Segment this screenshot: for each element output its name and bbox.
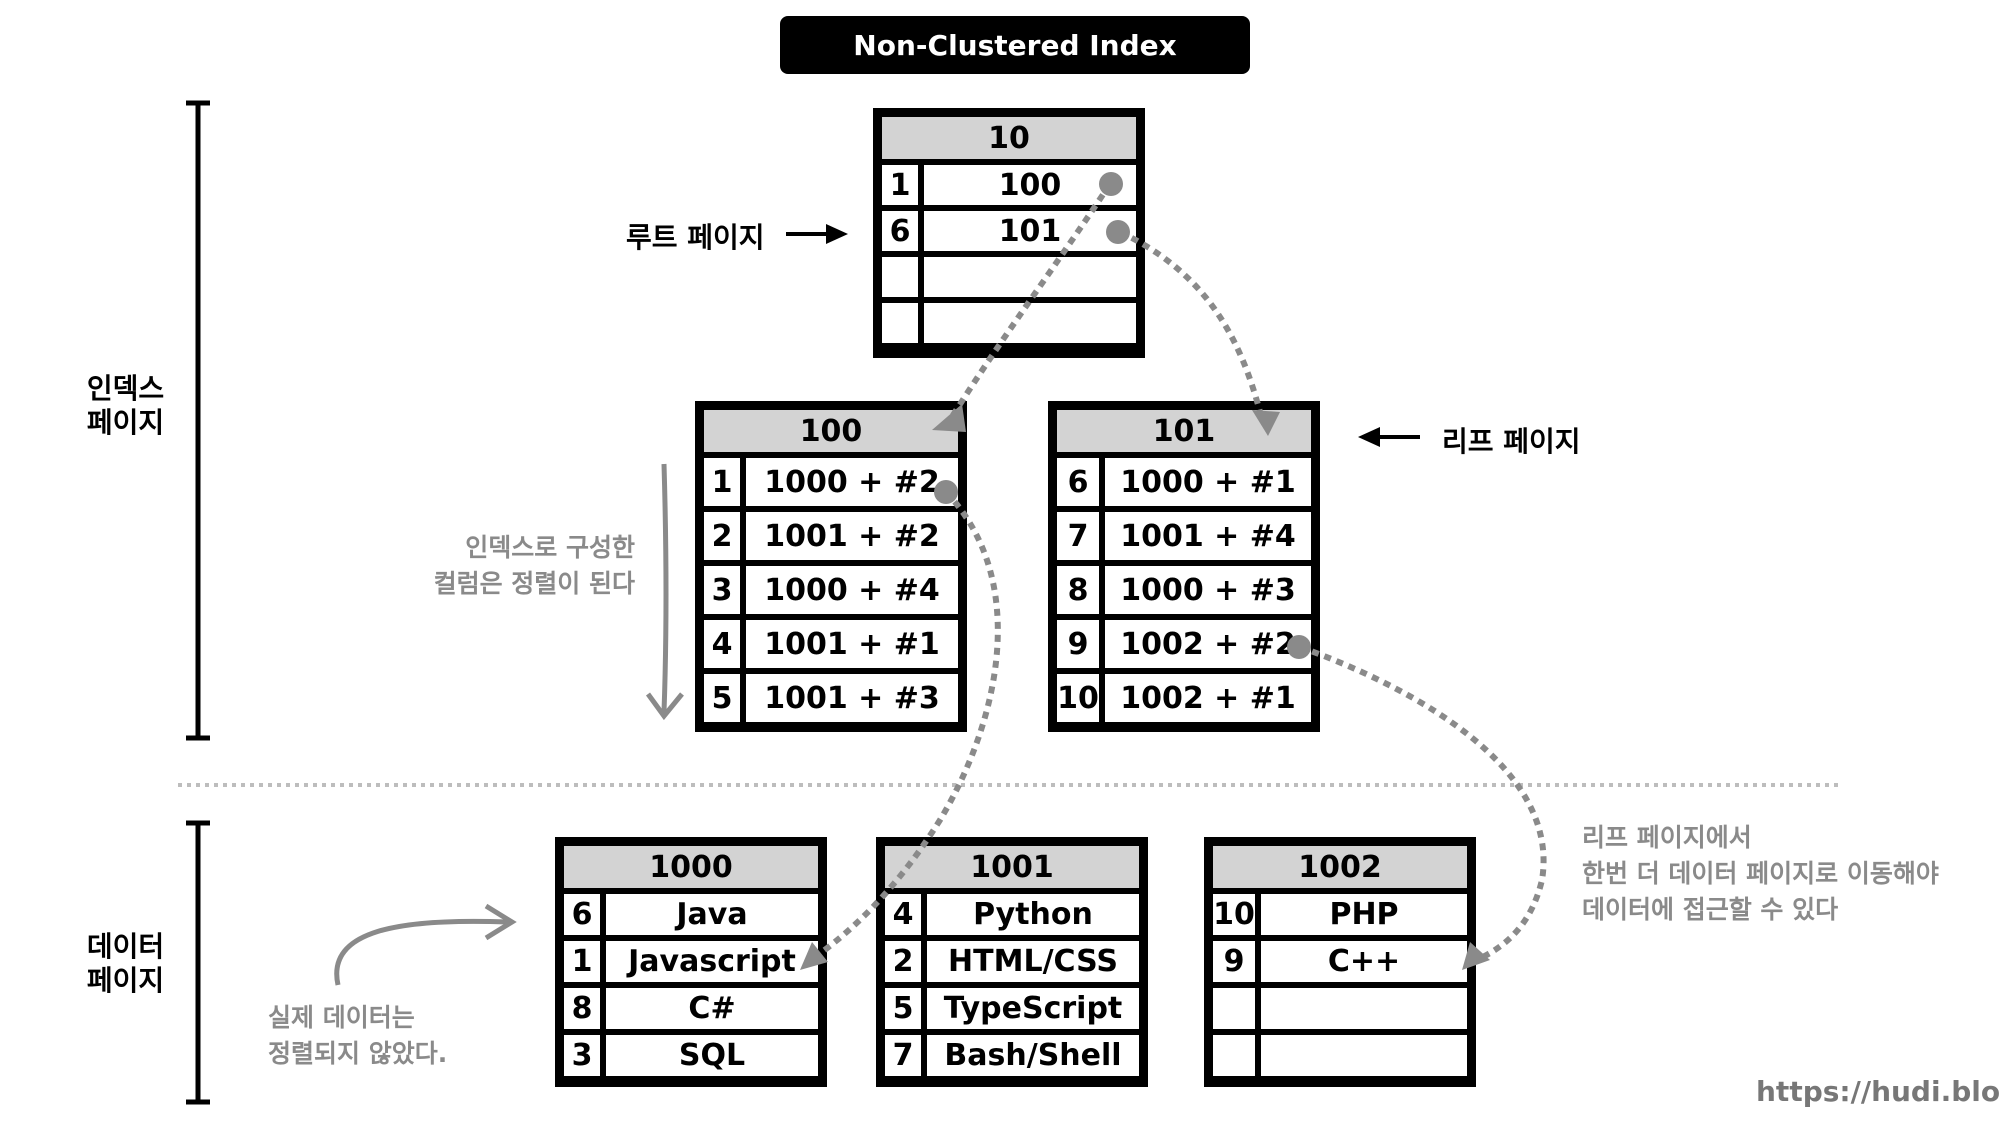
table-header: 1002 [1213,846,1467,888]
table-header: 100 [704,410,958,452]
root-pointer-arrow-icon [786,224,848,244]
leaf-pointer-arrow-icon [1358,427,1420,447]
table-header: 10 [882,117,1136,159]
table-row [882,303,1136,343]
unsorted-note: 실제 데이터는 정렬되지 않았다. [268,1003,448,1068]
table-row [882,257,1136,297]
sorted-note: 인덱스로 구성한 컬럼은 정렬이 된다 [433,533,635,598]
table-header: 1001 [885,846,1139,888]
index-page-label: 인덱스 페이지 [86,372,165,439]
table-row [1213,1035,1467,1076]
site-credit: https://hudi.blog [1756,1075,2000,1108]
table-row [1213,988,1467,1029]
table-header: 101 [1057,410,1311,452]
root-page-label: 루트 페이지 [626,221,765,254]
sorted-down-arrow-icon [645,463,684,721]
data-page-label: 데이터 페이지 [86,930,165,997]
table-header: 1000 [564,846,818,888]
diagram-title: Non-Clustered Index [780,16,1250,74]
leaf-page-label: 리프 페이지 [1442,425,1581,458]
unsorted-curve-arrow-icon [334,903,517,986]
leaf-to-data-note: 리프 페이지에서 한번 더 데이터 페이지로 이동해야 데이터에 접근할 수 있… [1582,823,1939,924]
